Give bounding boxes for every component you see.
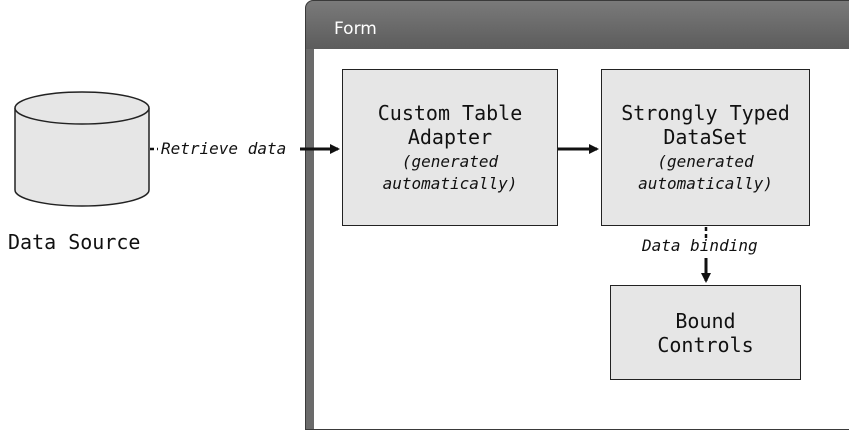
dataset-note: (generated automatically) — [638, 151, 773, 193]
dataset-title: Strongly Typed DataSet — [621, 100, 790, 149]
database-icon — [14, 91, 150, 207]
data-source-label: Data Source — [8, 230, 141, 254]
custom-table-adapter-box: Custom Table Adapter (generated automati… — [342, 69, 558, 226]
diagram-connectors — [14, 91, 711, 283]
form-title: Form — [334, 19, 377, 39]
controls-title: Bound Controls — [657, 308, 754, 357]
bound-controls-box: Bound Controls — [610, 285, 801, 380]
retrieve-data-label: Retrieve data — [161, 139, 287, 158]
adapter-title: Custom Table Adapter — [377, 100, 523, 149]
data-binding-label: Data binding — [642, 236, 758, 255]
form-titlebar: Form — [306, 1, 849, 49]
adapter-note: (generated automatically) — [382, 151, 518, 193]
typed-dataset-box: Strongly Typed DataSet (generated automa… — [601, 69, 810, 226]
